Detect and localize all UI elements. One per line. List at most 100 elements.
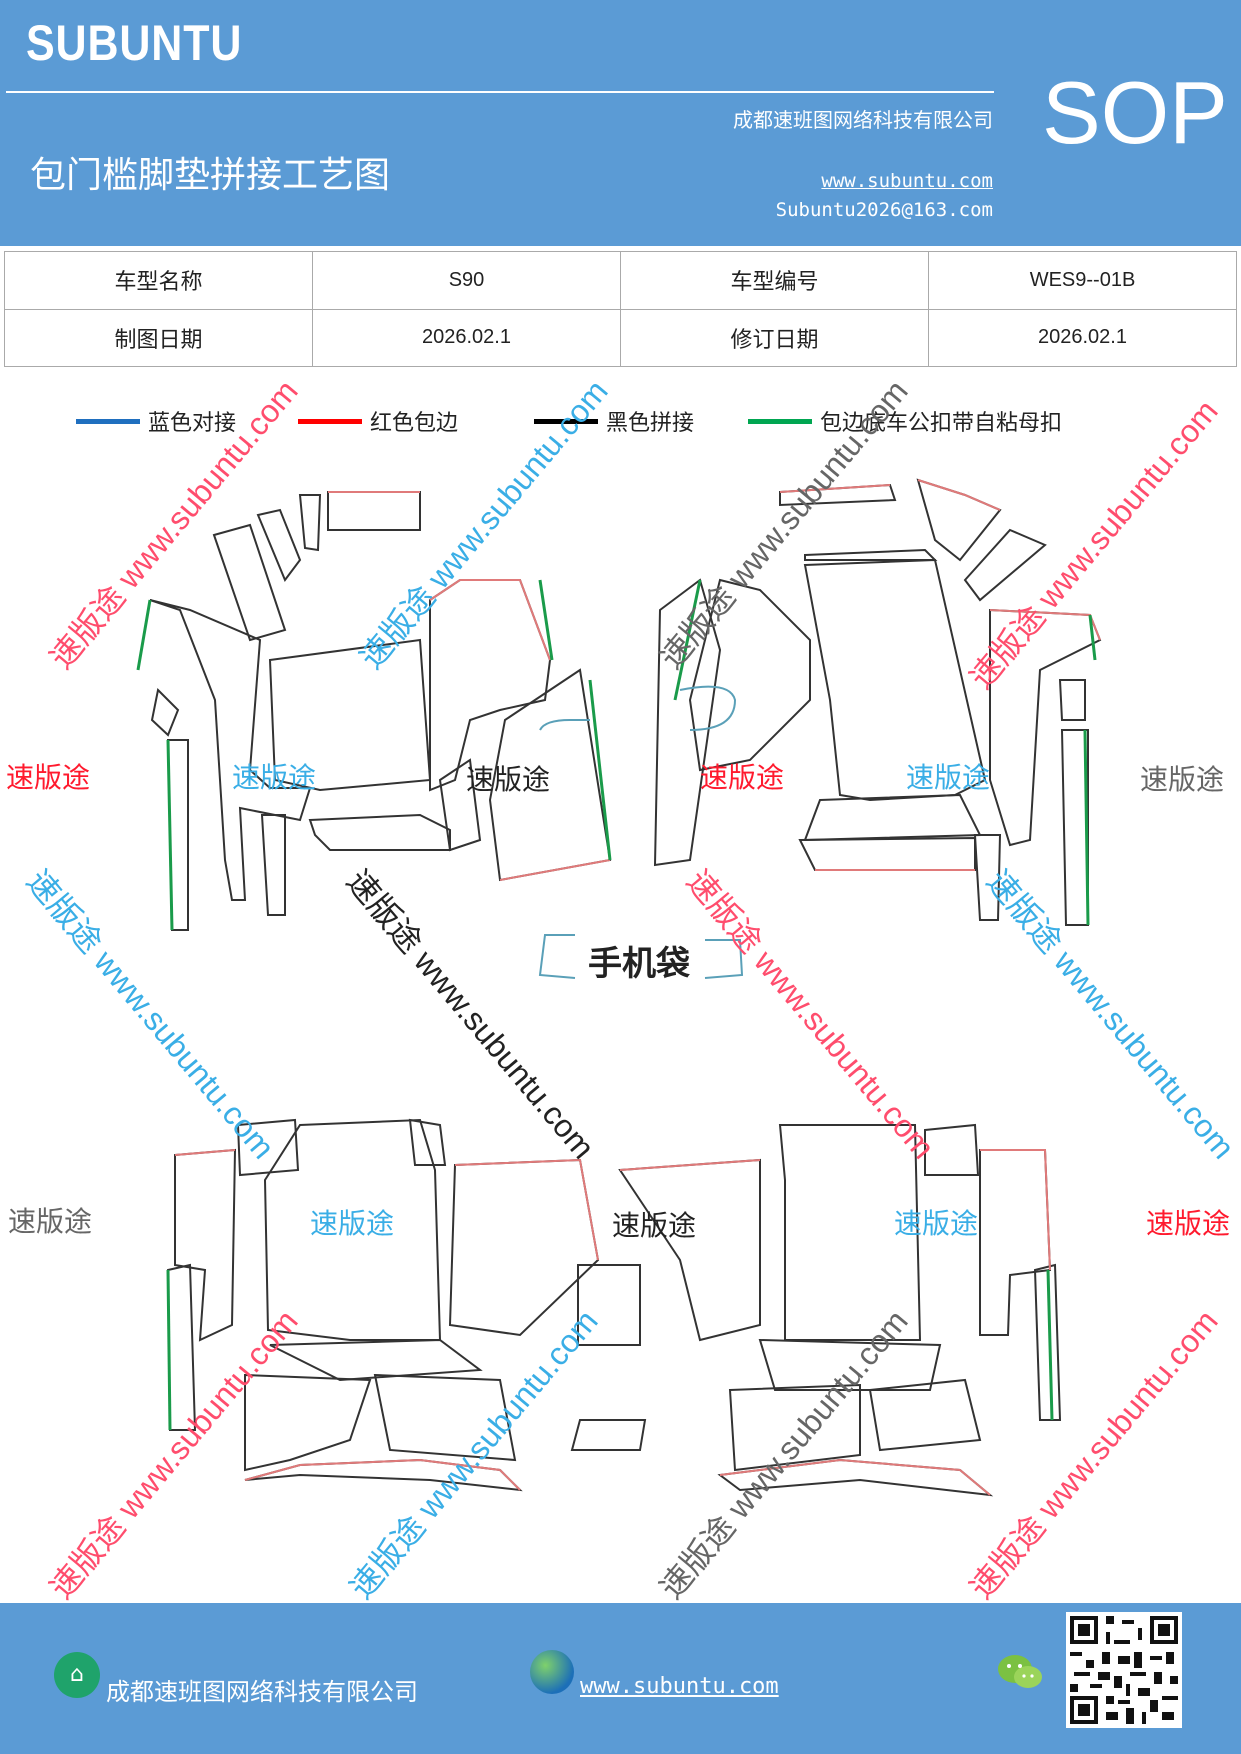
- mat-piece: [174, 1148, 237, 1342]
- legend-label: 黑色拼接: [606, 411, 695, 436]
- mat-piece: [236, 1118, 300, 1177]
- legend-swatch: [748, 418, 812, 424]
- mat-piece: [438, 758, 482, 852]
- phone-bag-outline: [704, 939, 744, 979]
- red-edge: [719, 1458, 991, 1496]
- mat-piece: [244, 1373, 372, 1472]
- green-edge: [166, 1269, 172, 1431]
- green-edge: [538, 579, 554, 661]
- mat-piece: [244, 1458, 523, 1492]
- mat-piece: [916, 478, 1002, 562]
- mat-piece: [728, 1383, 861, 1472]
- table-row: 车型名称 S90 车型编号 WES9--01B: [4, 251, 1237, 310]
- label-draw-date: 制图日期: [4, 308, 313, 367]
- legend-swatch: [298, 418, 362, 424]
- mat-piece: [166, 1263, 197, 1431]
- red-edge: [499, 859, 611, 881]
- label-model-code: 车型编号: [620, 251, 929, 310]
- mat-piece: [804, 548, 938, 561]
- mat-piece: [1033, 1263, 1062, 1421]
- red-edge: [429, 579, 551, 661]
- red-edge: [917, 479, 1001, 511]
- mat-piece: [1058, 679, 1086, 721]
- legend-item-green: 包边底车公扣带自粘母扣: [748, 406, 1062, 436]
- green-edge: [673, 579, 702, 701]
- qr-code-icon[interactable]: [1066, 1612, 1182, 1728]
- legend-label: 包边底车公扣带自粘母扣: [820, 411, 1063, 436]
- mat-piece: [803, 558, 987, 802]
- page-title: 包门槛脚垫拼接工艺图: [30, 155, 391, 196]
- company-icon: ⌂: [54, 1652, 100, 1698]
- mat-piece: [268, 638, 432, 792]
- green-edge: [136, 599, 152, 671]
- mat-piece: [688, 578, 811, 772]
- green-edge: [1088, 614, 1097, 661]
- legend-item-black: 黑色拼接: [534, 406, 694, 436]
- mat-piece: [924, 1123, 980, 1176]
- doc-type-label: SOP: [1042, 63, 1228, 162]
- phone-bag-label: 手机袋: [588, 944, 690, 984]
- mat-piece: [989, 608, 1102, 847]
- mat-piece: [263, 1118, 442, 1341]
- mat-piece: [260, 814, 286, 916]
- globe-icon: [530, 1650, 574, 1694]
- brand-logo: SUBUNTU: [26, 15, 243, 71]
- mat-piece: [256, 508, 302, 583]
- mat-piece: [373, 1373, 517, 1462]
- header-banner: [0, 0, 1241, 246]
- header-divider: [6, 91, 994, 93]
- floor-mat-drawing: [136, 478, 1102, 1497]
- header-email: Subuntu2026@163.com: [775, 199, 993, 221]
- mat-piece: [448, 1158, 600, 1337]
- legend-item-red: 红色包边: [298, 406, 458, 436]
- value-model-code: WES9--01B: [928, 251, 1237, 310]
- legend-swatch: [76, 418, 140, 424]
- mat-piece: [150, 687, 180, 737]
- mat-piece: [803, 793, 982, 842]
- mat-piece: [308, 813, 451, 851]
- red-edge: [779, 484, 891, 493]
- green-edge: [588, 679, 612, 861]
- value-draw-date: 2026.02.1: [312, 308, 621, 367]
- phone-bag-outline: [538, 934, 576, 979]
- green-edge: [1046, 1269, 1054, 1421]
- mat-piece: [758, 1338, 942, 1391]
- legend-item-blue: 蓝色对接: [76, 406, 236, 436]
- legend-label: 蓝色对接: [148, 411, 237, 436]
- label-revise-date: 修订日期: [620, 308, 929, 367]
- green-edge: [1083, 729, 1090, 926]
- legend-swatch: [534, 418, 598, 424]
- mat-piece: [577, 1264, 641, 1346]
- blue-edge: [679, 685, 737, 731]
- mat-piece: [212, 523, 287, 642]
- value-revise-date: 2026.02.1: [928, 308, 1237, 367]
- red-edge: [244, 1458, 521, 1491]
- mat-piece: [778, 1124, 922, 1341]
- mat-piece: [868, 1378, 982, 1452]
- green-edge: [166, 739, 174, 931]
- mat-piece: [408, 1118, 447, 1166]
- value-model-name: S90: [312, 251, 621, 310]
- mat-piece: [298, 494, 322, 552]
- mat-piece: [973, 834, 1002, 921]
- red-edge: [619, 1159, 761, 1171]
- header-company: 成都速班图网络科技有限公司: [733, 108, 993, 132]
- blue-edge: [539, 719, 590, 731]
- mat-piece: [570, 1419, 647, 1451]
- mat-piece: [963, 528, 1047, 602]
- mat-piece: [717, 1458, 994, 1497]
- label-model-name: 车型名称: [4, 251, 313, 310]
- red-edge: [454, 1158, 599, 1261]
- mat-piece: [327, 491, 421, 531]
- mat-piece: [798, 836, 976, 871]
- mat-piece: [979, 1149, 1052, 1336]
- red-edge: [989, 609, 1101, 641]
- info-table: 车型名称 S90 车型编号 WES9--01B 制图日期 2026.02.1 修…: [4, 251, 1237, 367]
- footer-website-link[interactable]: www.subuntu.com: [580, 1674, 779, 1699]
- header-website-link[interactable]: www.subuntu.com: [821, 170, 993, 192]
- legend-label: 红色包边: [370, 411, 459, 436]
- mat-piece: [653, 578, 722, 867]
- red-edge: [980, 1149, 1051, 1271]
- mat-piece: [269, 1338, 483, 1382]
- wechat-icon: [998, 1655, 1042, 1688]
